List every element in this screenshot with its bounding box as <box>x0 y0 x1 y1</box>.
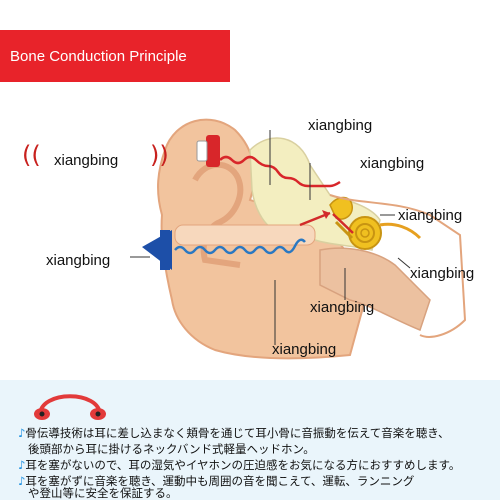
bone-wave-red <box>219 155 341 188</box>
auditory-nerve-shape <box>379 222 422 240</box>
description-line-4: ♪耳を塞がずに音楽を聴き、運動中も周囲の音を聞こえて、運転、ランニング <box>18 474 415 488</box>
ossicles-shape <box>329 196 353 220</box>
description-line-5: や登山等に安全を保証する。 <box>28 486 178 500</box>
sound-wave-right-icon: )) <box>150 141 169 169</box>
air-wave-blue <box>174 238 306 255</box>
leader-lines <box>130 130 411 345</box>
description-line-1: ♪骨伝導技術は耳に差し込まなく頬骨を通じて耳小骨に音振動を伝えて音楽を聴き、 <box>18 426 450 440</box>
label-transducer: xiangbing <box>54 152 119 169</box>
label-canal: xiangbing <box>310 299 375 316</box>
sound-wave-left-icon: (( <box>22 141 41 169</box>
label-speaker: xiangbing <box>46 252 111 269</box>
description-line-2: 後頭部から耳に掛けるネックバンド式軽量ヘッドホン。 <box>28 442 315 456</box>
bone-conduction-transducer <box>206 135 220 167</box>
ear-canal-shape <box>174 224 316 246</box>
label-ossicles: xiangbing <box>360 155 425 172</box>
description-panel: ♪骨伝導技術は耳に差し込まなく頬骨を通じて耳小骨に音振動を伝えて音楽を聴き、 後… <box>0 380 500 500</box>
label-cochlea: xiangbing <box>398 207 463 224</box>
label-nerve: xiangbing <box>410 265 475 282</box>
banner-title: Bone Conduction Principle <box>10 47 187 65</box>
inner-ear-bone-shape <box>319 247 431 331</box>
head-contour-shape <box>329 194 467 338</box>
title-banner: Bone Conduction Principle <box>0 30 230 82</box>
label-bone: xiangbing <box>308 117 373 134</box>
cochlea-shape <box>348 216 382 250</box>
label-eardrum: xiangbing <box>272 341 337 358</box>
headphone-product-image <box>34 394 106 420</box>
description-line-3: ♪耳を塞がないので、耳の湿気やイヤホンの圧迫感をお気になる方におすすめします。 <box>18 458 461 472</box>
ear-anatomy-diagram <box>130 118 467 360</box>
